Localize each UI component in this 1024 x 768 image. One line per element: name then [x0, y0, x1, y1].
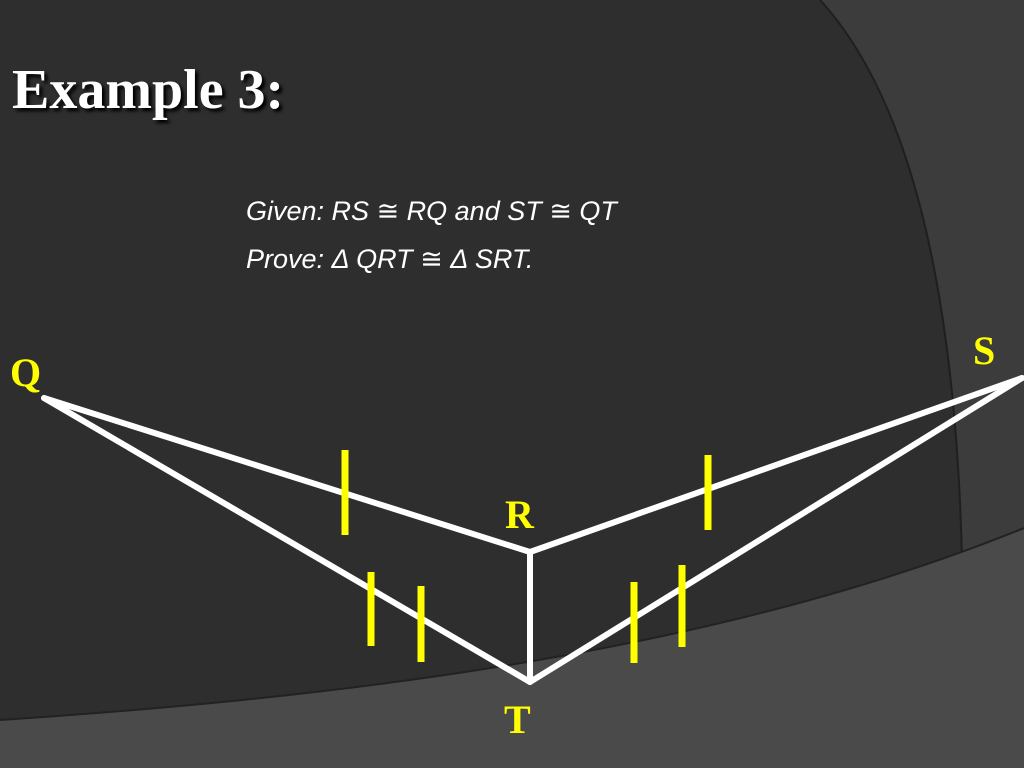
segment-qr	[41, 395, 533, 555]
prove-statement: Prove: Δ QRT ≅ Δ SRT.	[246, 244, 534, 274]
segment-qt	[41, 395, 533, 685]
slide-title: Example 3:	[12, 59, 285, 121]
vertex-label-q: Q	[10, 350, 41, 395]
given-statement: Given: RS ≅ RQ and ST ≅ QT	[246, 196, 617, 226]
segment-rs	[527, 375, 1024, 555]
vertex-label-t: T	[504, 697, 531, 742]
background-main-area	[0, 0, 963, 768]
vertex-label-s: S	[973, 328, 995, 373]
background-bottom-band	[0, 528, 1024, 768]
segment-st	[527, 375, 1024, 685]
vertex-label-r: R	[505, 492, 535, 537]
